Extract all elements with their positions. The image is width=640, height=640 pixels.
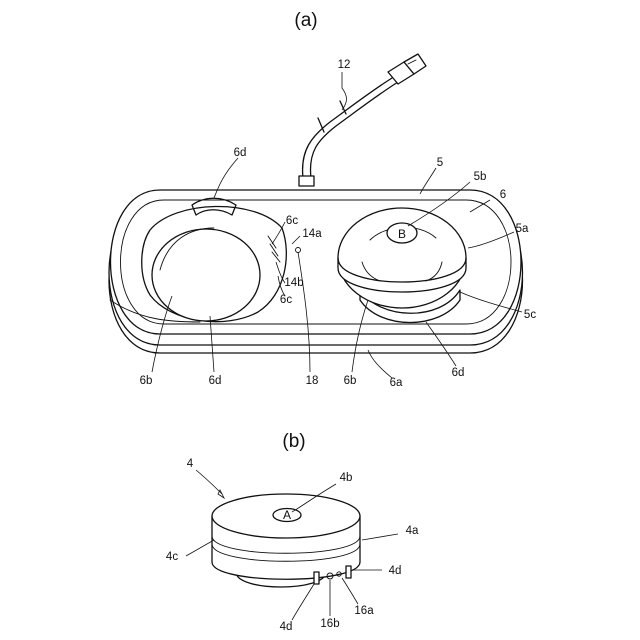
- label-18: 18: [306, 375, 319, 387]
- label-6d-top: 6d: [234, 147, 247, 159]
- label-6c-top: 6c: [286, 215, 298, 227]
- label-14b: 14b: [284, 277, 303, 289]
- label-4c: 4c: [166, 551, 178, 563]
- label-5b: 5b: [474, 171, 487, 183]
- label-16a: 16a: [354, 605, 374, 617]
- button-a-mark: A: [283, 508, 291, 522]
- label-6d-left: 6d: [209, 375, 222, 387]
- label-14a: 14a: [302, 228, 322, 240]
- label-6a: 6a: [390, 377, 403, 389]
- caption-b: (b): [282, 431, 305, 452]
- label-6: 6: [500, 189, 506, 201]
- label-6b-right: 6b: [344, 375, 357, 387]
- label-4d-bottom: 4d: [280, 621, 293, 633]
- label-5c: 5c: [524, 309, 536, 321]
- label-6d-right: 6d: [452, 367, 465, 379]
- label-16b: 16b: [320, 618, 339, 630]
- device-4: A: [212, 494, 360, 587]
- label-4a: 4a: [406, 525, 419, 537]
- label-4d-right: 4d: [389, 565, 402, 577]
- label-4b: 4b: [340, 472, 353, 484]
- cable: [299, 78, 398, 186]
- button-b-mark: B: [398, 227, 406, 241]
- label-6c-bottom: 6c: [280, 294, 292, 306]
- label-4: 4: [187, 458, 194, 470]
- label-12: 12: [338, 59, 351, 71]
- label-5: 5: [437, 157, 443, 169]
- label-5a: 5a: [516, 223, 529, 235]
- usb-plug: [388, 54, 426, 84]
- label-6b-left: 6b: [140, 375, 153, 387]
- caption-a: (a): [294, 10, 317, 31]
